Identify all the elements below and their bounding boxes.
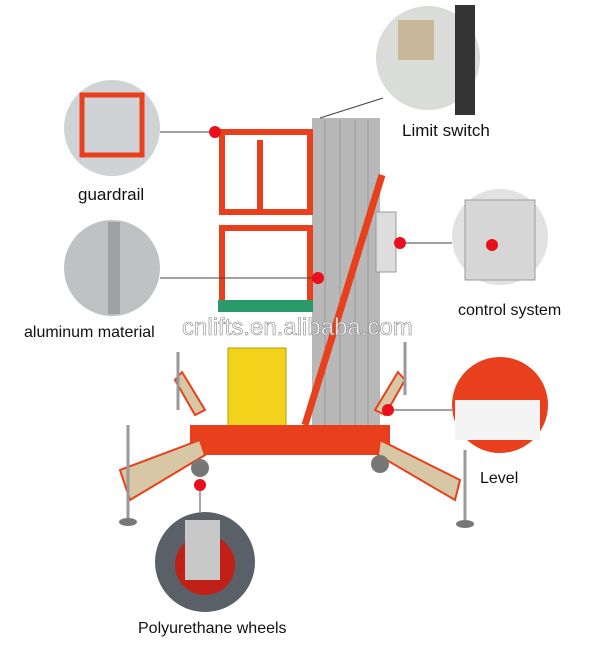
wheel-detail-circle xyxy=(155,512,255,612)
label-limit-switch: Limit switch xyxy=(402,121,490,140)
control-box xyxy=(375,211,397,273)
label-wheels: Polyurethane wheels xyxy=(138,620,287,637)
level-jacks xyxy=(126,342,467,520)
level-detail-circle xyxy=(452,357,548,453)
platform xyxy=(218,300,313,312)
label-level: Level xyxy=(480,470,519,487)
label-guardrail: guardrail xyxy=(78,185,145,204)
limit-switch-detail-circle xyxy=(376,5,480,115)
guardrail xyxy=(219,129,313,311)
marker-dots xyxy=(194,126,406,491)
support-arm xyxy=(301,173,386,427)
guardrail-detail-circle xyxy=(64,80,160,176)
label-aluminum-material: aluminum material xyxy=(24,324,155,341)
watermark: cnlifts.en.alibaba.com xyxy=(182,314,413,342)
mast xyxy=(312,118,380,428)
label-control-system: control system xyxy=(458,302,562,319)
outriggers xyxy=(118,370,462,502)
battery-box xyxy=(227,347,287,427)
control-detail-circle xyxy=(452,189,548,285)
leader-lines xyxy=(160,97,452,512)
wheels xyxy=(191,455,389,477)
base xyxy=(190,425,390,455)
aluminum-detail-circle xyxy=(64,220,160,316)
